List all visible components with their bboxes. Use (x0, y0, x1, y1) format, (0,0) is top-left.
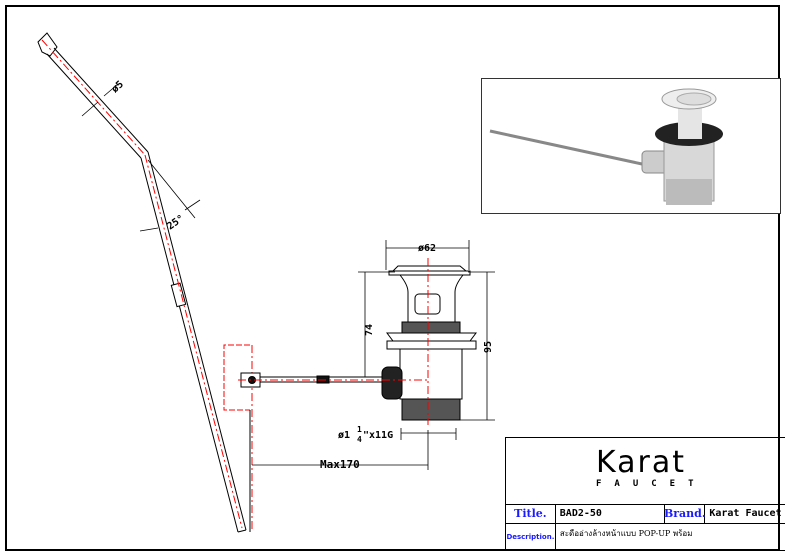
max-length-label: Max170 (320, 458, 360, 471)
thread-fraction-denominator: 4 (357, 435, 362, 444)
description-value: สะดืออ่างล้างหน้าแบบ POP-UP พร้อม (559, 529, 693, 538)
product-photo (481, 78, 781, 214)
brand-logo: Karat FAUCET (506, 438, 785, 505)
pop-up-rod (37, 32, 247, 533)
drawing-frame (5, 5, 780, 551)
logo-sub-text: FAUCET (596, 479, 707, 489)
logo-main-text: Karat (596, 445, 687, 480)
rod-diameter-label: ø5 (110, 79, 126, 95)
thread-fraction-numerator: 1 (357, 425, 362, 434)
height-74-label: 74 (364, 324, 375, 336)
pop-up-waste-fitting (240, 265, 477, 421)
cap-diameter-label: ø62 (418, 243, 436, 254)
title-block: Karat FAUCET Title. BAD2-50 Brand. Karat… (505, 437, 785, 551)
title-label: Title. (506, 504, 556, 523)
description-label: Description. (506, 523, 556, 550)
title-value: BAD2-50 (556, 504, 666, 523)
fitting-dimension-lines (252, 240, 495, 470)
mounting-plate (223, 344, 253, 532)
thread-suffix-label: "x11G (363, 430, 393, 441)
thread-prefix-label: ø1 (338, 430, 350, 441)
brand-value: Karat Faucet (709, 508, 782, 519)
product-photo-illustration (489, 88, 723, 205)
rod-dimension-lines (81, 83, 201, 232)
height-95-label: 95 (483, 341, 494, 353)
rod-angle-label: 25° (165, 213, 186, 232)
brand-label: Brand. (664, 504, 706, 523)
fitting-center-lines (238, 258, 430, 425)
rod-center-line (41, 39, 243, 529)
